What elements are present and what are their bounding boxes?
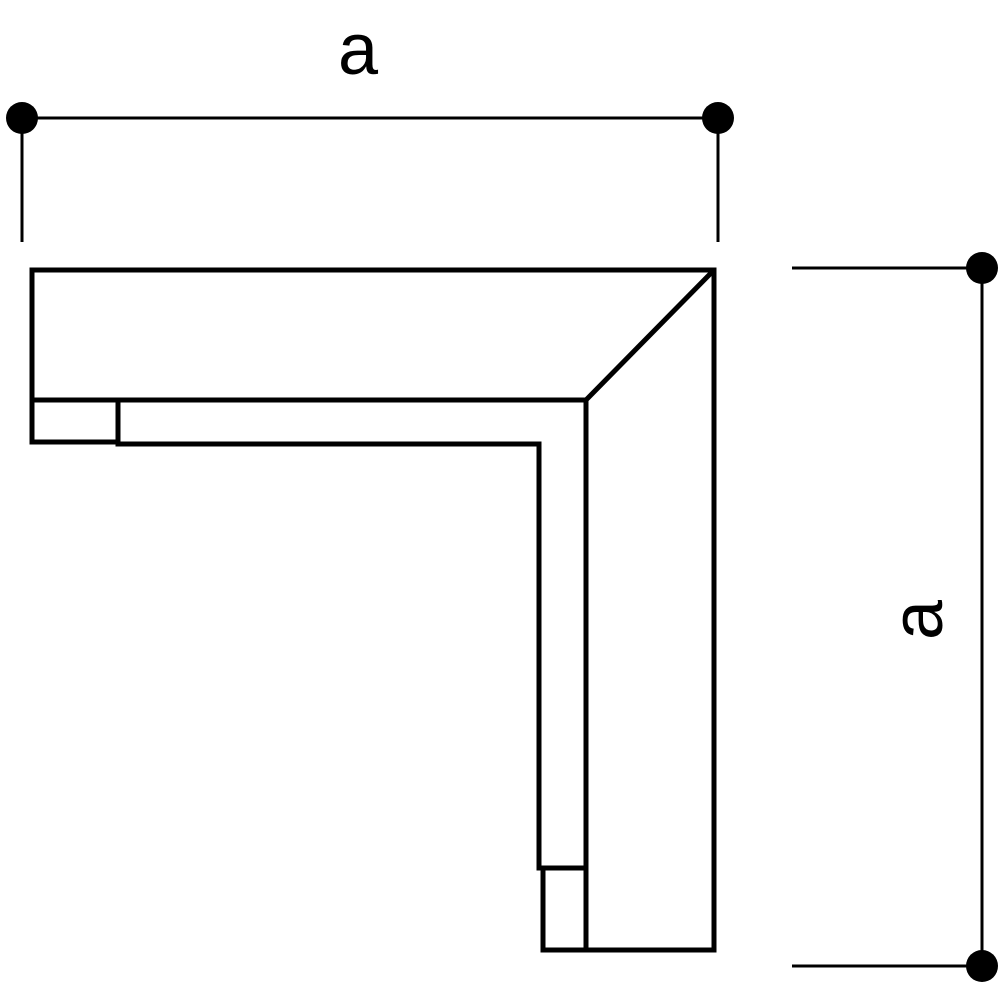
corner-outer-outline xyxy=(29,267,717,953)
corner-inner-edge xyxy=(32,397,589,950)
corner-piece xyxy=(29,267,717,953)
vertical-dimension: a xyxy=(792,252,998,982)
horizontal-dimension: a xyxy=(6,10,734,242)
horizontal-dimension-label: a xyxy=(338,10,379,90)
corner-miter-line xyxy=(584,268,716,402)
vertical-dimension-label: a xyxy=(878,599,958,640)
